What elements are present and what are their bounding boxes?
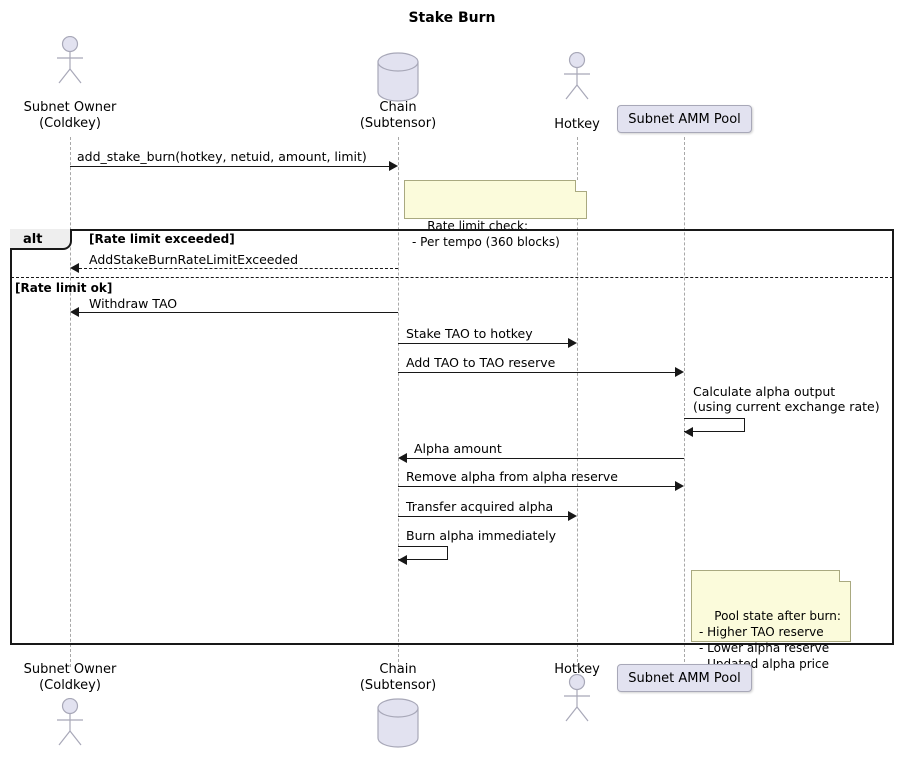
selfcall-box-pool [684,418,745,432]
message-arrow-m2 [79,268,398,269]
alt-fragment-tab [10,229,72,250]
message-arrow-m3 [79,312,398,313]
message-arrowhead-m7 [398,453,407,463]
participant-footer-label-chain: Chain (Subtensor) [359,662,437,693]
message-arrowhead-m1 [389,161,398,171]
message-arrow-m1 [70,166,389,167]
participant-label-hotkey: Hotkey [554,117,600,132]
participant-footer-box-pool[interactable]: Subnet AMM Pool [617,664,752,692]
message-label-m10: Burn alpha immediately [406,528,556,543]
message-arrowhead-m3 [70,307,79,317]
message-arrowhead-m4 [568,338,577,348]
database-figure-chain [377,52,419,102]
selfcall-arrowhead-chain [398,555,407,565]
lifeline-chain [398,137,399,667]
note-rate-limit: Rate limit check: - Per tempo (360 block… [404,180,587,249]
note-pool-state: Pool state after burn: - Higher TAO rese… [691,570,851,671]
message-label-m6: Calculate alpha output (using current ex… [693,384,880,414]
lifeline-hotkey [577,137,578,667]
actor-footer-figure-hotkey [564,674,590,722]
message-label-m4: Stake TAO to hotkey [406,326,533,341]
selfcall-box-chain [398,546,448,560]
message-arrowhead-m2 [70,263,79,273]
message-arrow-m7 [407,458,684,459]
message-arrow-m4 [398,343,568,344]
participant-footer-label-coldkey: Subnet Owner (Coldkey) [23,662,117,693]
participant-label-chain: Chain (Subtensor) [359,100,437,131]
message-label-m2: AddStakeBurnRateLimitExceeded [89,252,299,267]
alt-guard-1: [Rate limit exceeded] [89,232,235,246]
message-arrowhead-m5 [675,367,684,377]
alt-fragment-frame [10,229,894,645]
note-fold-corner-2 [839,570,851,582]
lifeline-coldkey [70,137,71,667]
page-title: Stake Burn [408,10,496,26]
selfcall-arrowhead-pool [684,427,693,437]
actor-figure-coldkey [57,36,83,84]
lifeline-pool [684,137,685,667]
message-arrow-m9 [398,516,568,517]
note-fold-corner [575,180,587,192]
message-label-m3: Withdraw TAO [89,296,178,311]
message-label-m1: add_stake_burn(hotkey, netuid, amount, l… [77,149,367,164]
message-label-m5: Add TAO to TAO reserve [406,355,556,370]
message-label-m9: Transfer acquired alpha [406,499,554,514]
actor-footer-figure-coldkey [57,698,83,746]
message-arrow-m8 [398,486,675,487]
message-arrow-m5 [398,372,675,373]
message-arrowhead-m9 [568,511,577,521]
message-arrowhead-m8 [675,481,684,491]
alt-branch-divider [11,277,893,278]
note-pool-state-text: Pool state after burn: - Higher TAO rese… [699,609,841,671]
message-label-m8: Remove alpha from alpha reserve [406,469,618,484]
message-label-m7: Alpha amount [414,441,502,456]
database-footer-figure-chain [377,698,419,748]
alt-fragment-keyword: alt [23,232,43,247]
actor-figure-hotkey [564,52,590,100]
participant-label-coldkey: Subnet Owner (Coldkey) [23,100,117,131]
participant-box-pool[interactable]: Subnet AMM Pool [617,105,752,133]
participant-footer-label-hotkey: Hotkey [554,662,600,677]
alt-guard-2: [Rate limit ok] [15,281,113,295]
